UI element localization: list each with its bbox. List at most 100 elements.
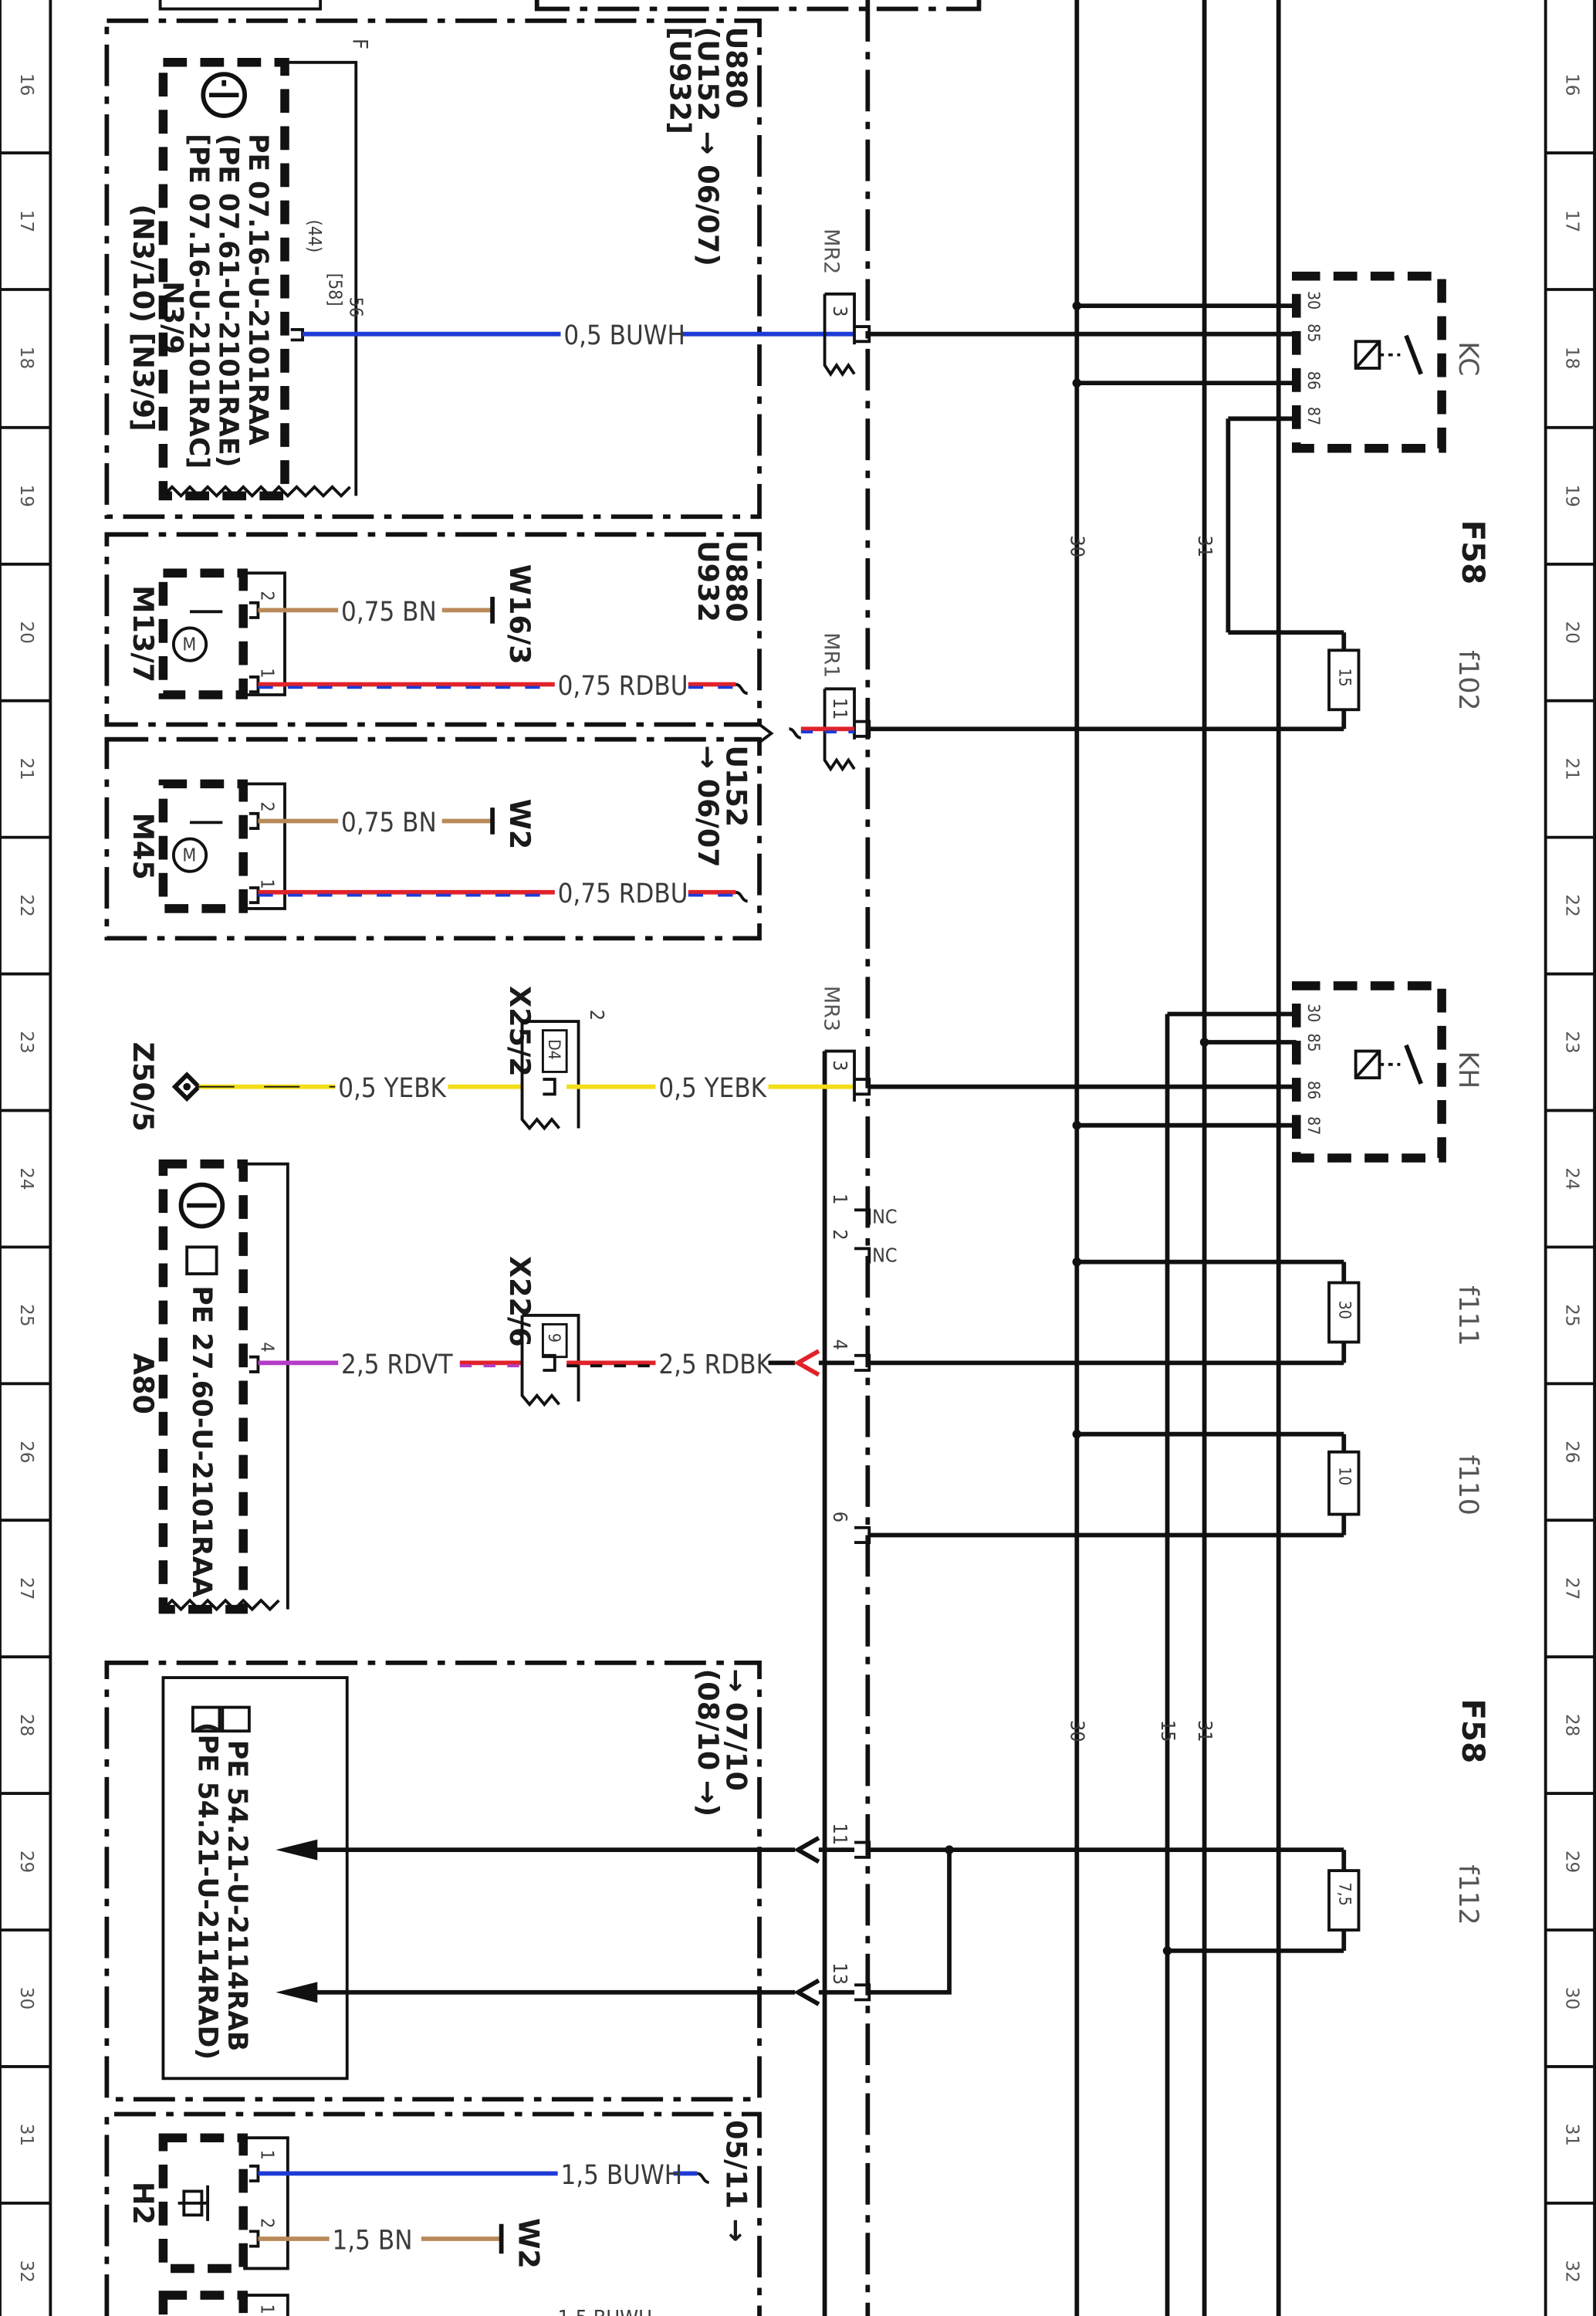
row-label: 18 xyxy=(1562,347,1582,369)
row-label: 28 xyxy=(1562,1714,1582,1736)
bus-31-label: 31 xyxy=(1194,535,1216,557)
row-label: 27 xyxy=(1562,1577,1582,1600)
variant-label: (U152 → 06/07) xyxy=(691,27,725,266)
n3-9-control-unit: F PE 07.16-U-2101RAA (PE 07.61-U-2101RAE… xyxy=(158,39,371,501)
hand-pointer-icon xyxy=(185,1245,218,1275)
row-label: 32 xyxy=(16,2260,36,2283)
row-label: 17 xyxy=(16,210,36,232)
wire-label: 0,5 YEBK xyxy=(338,1073,447,1104)
module-alt-name: (N3/10) [N3/9] xyxy=(127,204,160,431)
variant-ref: → 07/10 xyxy=(720,1669,753,1791)
variant-label: U880 xyxy=(720,27,753,109)
module-0511-group: 05/11 → xyxy=(104,2111,762,2316)
nc-label: NC xyxy=(872,1244,898,1267)
wire-a80-rdvt: 2,5 RDVT xyxy=(258,1349,522,1380)
pin-label: 2 xyxy=(829,1229,851,1240)
bus-30-label: 30 xyxy=(1067,1720,1089,1742)
arrow-icon xyxy=(276,1982,318,2003)
relay-pin: 85 xyxy=(1304,1033,1324,1051)
row-label: 30 xyxy=(16,1987,36,2010)
row-label: 20 xyxy=(16,621,36,644)
row-label: 25 xyxy=(16,1304,36,1326)
wire-label: 2,5 RDBK xyxy=(658,1349,773,1380)
row-label: 23 xyxy=(16,1031,36,1053)
pin-label: 9 xyxy=(545,1333,564,1343)
m45-motor: M M45 2 1 xyxy=(127,779,286,913)
pin-label: 2 xyxy=(256,2218,276,2228)
component-name: Z50/5 xyxy=(127,1042,160,1132)
connector-x22-6: X22/6 9 xyxy=(503,1256,580,1407)
pin-label: 1 xyxy=(256,2304,276,2314)
ground-label: W16/3 xyxy=(503,564,536,665)
fuse-rating: 15 xyxy=(1336,668,1355,686)
wire-label: 2,5 RDVT xyxy=(341,1349,454,1380)
fuse-box-label: F58 xyxy=(1455,520,1491,585)
connector-name: MR1 xyxy=(820,632,844,678)
wire-label: 0,5 BUWH xyxy=(563,320,685,351)
bottom-partial-component: 1 1,5 BUWH xyxy=(158,2291,652,2316)
wire-label: 0,75 BN xyxy=(341,808,437,838)
cutoff-zigzag xyxy=(162,485,351,499)
connector-mr1: MR1 11 xyxy=(789,632,871,772)
pin-label: 2 xyxy=(256,801,276,811)
wire-z50-yebk: 0,5 YEBK xyxy=(198,1073,522,1104)
relay-pin: 85 xyxy=(1304,323,1324,342)
arrow-icon xyxy=(276,1839,318,1861)
relay-pin: 86 xyxy=(1304,1081,1324,1099)
pin-label: 1 xyxy=(829,1194,851,1204)
relay-name: KH xyxy=(1452,1051,1483,1089)
fuse-f110: 10 f110 6 xyxy=(829,1429,1483,1544)
svg-text:M: M xyxy=(182,845,196,865)
row-label: 23 xyxy=(1562,1031,1582,1053)
relay-pin: 30 xyxy=(1304,1004,1324,1022)
wire-mr3-yebk: 0,5 YEBK xyxy=(566,1073,855,1104)
connector-mr2: MR2 3 xyxy=(820,229,871,378)
row-label: 31 xyxy=(16,2124,36,2146)
connector-mr3: MR3 3 xyxy=(820,986,871,1102)
connector-x25-2: X25/2 2 D4 xyxy=(503,986,608,1131)
fuse-icon: 10 xyxy=(1327,1450,1361,1516)
fuse-box-label: F58 xyxy=(1455,1698,1491,1763)
row-label: 28 xyxy=(16,1714,36,1736)
pin-label: 2 xyxy=(586,1010,608,1021)
fuse-icon: 7,5 xyxy=(1327,1869,1361,1932)
cutoff-zigzag xyxy=(162,1598,280,1612)
horn-icon xyxy=(178,2185,209,2221)
wire-label: 1,5 BUWH xyxy=(560,2160,682,2191)
fuse-name: f110 xyxy=(1452,1455,1483,1515)
top-edge-boxes xyxy=(158,0,982,12)
module-u152-low: U152 → 06/07 xyxy=(104,736,762,941)
row-label: 22 xyxy=(1562,894,1582,916)
pin-label: [58] xyxy=(325,273,345,306)
pin-label: 3 xyxy=(829,306,851,317)
row-label: 31 xyxy=(1562,2124,1582,2146)
fuse-f102: 15 f102 xyxy=(1278,630,1483,732)
fuse-rating: 7,5 xyxy=(1336,1882,1355,1905)
connector-name: MR2 xyxy=(820,229,844,274)
pin-label: 11 xyxy=(829,1823,851,1846)
wire-m45-bn: 0,75 BN W2 xyxy=(258,799,536,849)
row-label: 24 xyxy=(1562,1167,1582,1190)
fuse-rating: 30 xyxy=(1336,1301,1355,1319)
arrow-icon xyxy=(793,1836,820,1864)
row-label: 16 xyxy=(16,73,36,96)
row-label: 21 xyxy=(16,757,36,780)
pin-label: (44) xyxy=(304,220,324,253)
z50-5-splice: Z50/5 xyxy=(127,1042,202,1132)
left-ruler: 16 17 18 19 20 21 22 23 24 25 26 27 28 2… xyxy=(0,0,52,2316)
row-label: 18 xyxy=(16,347,36,369)
module-u880-mid: U880 U932 xyxy=(104,532,774,744)
row-label: 30 xyxy=(1562,1987,1582,2010)
variant-label: U152 xyxy=(720,745,753,827)
pe-reference: PE 07.16-U-2101RAA xyxy=(242,134,273,445)
wire-label: 0,75 BN xyxy=(341,597,437,628)
fuse-icon: 15 xyxy=(1327,648,1361,712)
fuse-icon: 30 xyxy=(1327,1281,1361,1344)
wire-m137-bn: 0,75 BN W16/3 xyxy=(258,564,536,665)
pin-label: 11 xyxy=(829,698,851,720)
fuse-name: f111 xyxy=(1452,1285,1483,1346)
component-name: H2 xyxy=(127,2182,160,2225)
fuse-name: f102 xyxy=(1452,650,1483,710)
row-label: 22 xyxy=(16,894,36,916)
